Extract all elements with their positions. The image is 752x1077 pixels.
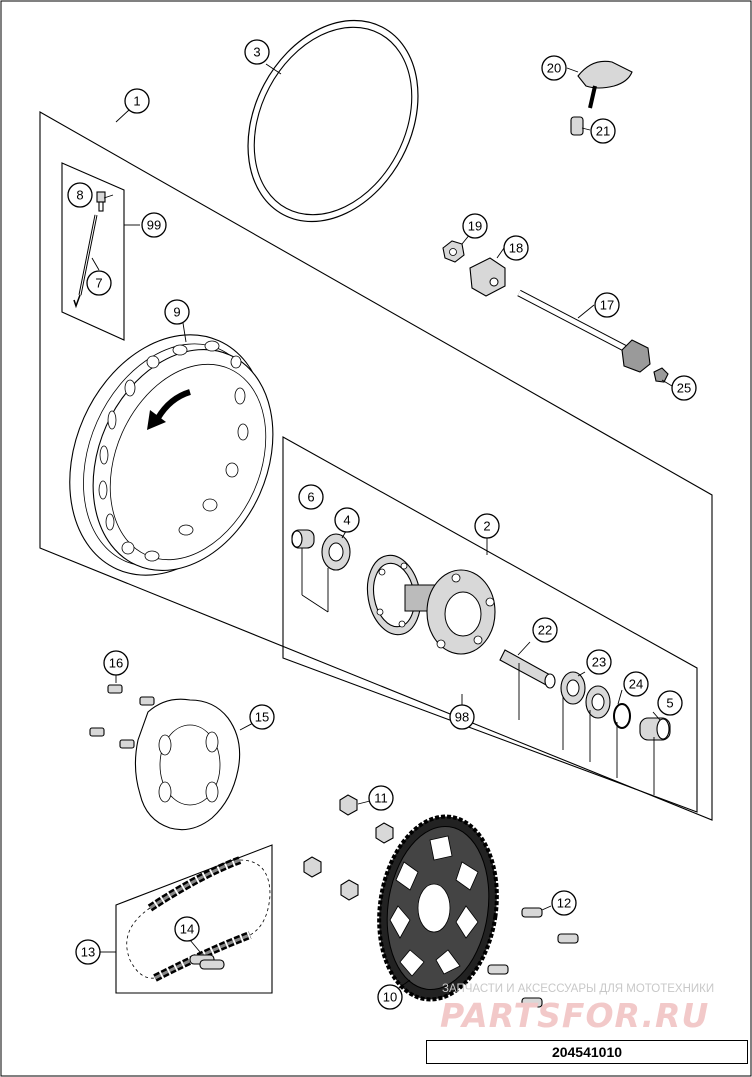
callout-25: 25 <box>671 375 697 401</box>
svg-text:98: 98 <box>455 710 469 725</box>
callout-13: 13 <box>75 939 101 965</box>
svg-text:23: 23 <box>592 655 606 670</box>
callout-98: 98 <box>449 704 475 730</box>
svg-text:25: 25 <box>677 381 691 396</box>
valve-cap <box>570 116 584 136</box>
svg-text:5: 5 <box>666 696 673 711</box>
svg-text:18: 18 <box>509 241 523 256</box>
sprocket <box>377 814 499 1002</box>
callout-11: 11 <box>368 785 394 811</box>
wheel-assembly-box <box>39 111 713 821</box>
svg-text:13: 13 <box>81 945 95 960</box>
chain-master-link <box>189 954 225 970</box>
callout-24: 24 <box>623 671 649 697</box>
svg-text:22: 22 <box>538 623 552 638</box>
svg-text:7: 7 <box>95 276 102 291</box>
svg-text:1: 1 <box>133 94 140 109</box>
svg-text:16: 16 <box>109 656 123 671</box>
callout-2: 2 <box>474 513 500 539</box>
callout-15: 15 <box>249 704 275 730</box>
drawing-number: 204541010 <box>551 1044 623 1060</box>
chain-adjuster <box>469 257 506 297</box>
svg-text:4: 4 <box>343 513 350 528</box>
spoke <box>73 214 98 309</box>
svg-text:8: 8 <box>76 188 83 203</box>
callout-9: 9 <box>164 299 190 325</box>
bearing-left <box>321 533 351 571</box>
bearing-right <box>560 671 611 719</box>
callout-99: 99 <box>141 212 167 238</box>
rim-tape <box>247 19 419 223</box>
sprocket-nuts <box>303 794 394 901</box>
svg-text:10: 10 <box>383 990 397 1005</box>
spoke-nipple <box>96 191 106 212</box>
svg-text:3: 3 <box>253 45 260 60</box>
watermark-tagline: ЗАПЧАСТИ И АКСЕССУАРЫ ДЛЯ МОТОТЕХНИКИ <box>442 983 714 995</box>
watermark-logo: PARTSFOR.RU <box>440 996 709 1035</box>
rear-hub <box>366 554 496 655</box>
callout-6: 6 <box>298 484 324 510</box>
callout-1: 1 <box>124 88 150 114</box>
rim <box>69 334 274 576</box>
hub-assembly-box <box>282 436 698 813</box>
callout-7: 7 <box>86 270 112 296</box>
axle <box>517 289 651 373</box>
callout-5: 5 <box>657 690 683 716</box>
callout-18: 18 <box>503 235 529 261</box>
spoke-set-box <box>61 162 125 341</box>
svg-text:19: 19 <box>468 219 482 234</box>
drawing-number-box: 204541010 <box>426 1040 748 1064</box>
valve-tool <box>577 60 633 109</box>
callout-21: 21 <box>590 118 616 144</box>
svg-text:20: 20 <box>547 61 561 76</box>
spacer-tube <box>499 649 556 689</box>
svg-text:15: 15 <box>255 710 269 725</box>
svg-text:99: 99 <box>147 218 161 233</box>
chain <box>126 856 271 982</box>
axle-screw <box>653 367 669 383</box>
callout-3: 3 <box>244 39 270 65</box>
axle-nut <box>442 240 465 263</box>
callout-19: 19 <box>462 213 488 239</box>
callout-22: 22 <box>532 617 558 643</box>
callout-17: 17 <box>594 292 620 318</box>
svg-text:2: 2 <box>483 519 490 534</box>
svg-text:12: 12 <box>557 896 571 911</box>
callout-8: 8 <box>67 182 93 208</box>
callout-4: 4 <box>334 507 360 533</box>
svg-text:9: 9 <box>173 305 180 320</box>
svg-text:14: 14 <box>180 922 194 937</box>
callout-10: 10 <box>377 984 403 1010</box>
callout-14: 14 <box>174 916 200 942</box>
svg-text:21: 21 <box>596 124 610 139</box>
spacer-right <box>639 717 671 741</box>
circlip <box>613 703 631 729</box>
svg-text:6: 6 <box>307 490 314 505</box>
callout-20: 20 <box>541 55 567 81</box>
svg-text:17: 17 <box>600 298 614 313</box>
disc-screws <box>89 684 155 749</box>
callout-12: 12 <box>551 890 577 916</box>
svg-text:24: 24 <box>629 677 643 692</box>
sprocket-screws <box>487 907 579 1008</box>
spacer-left <box>291 529 315 549</box>
callout-23: 23 <box>586 649 612 675</box>
svg-text:11: 11 <box>374 791 388 806</box>
leader-lines <box>91 63 673 994</box>
brake-disc <box>134 698 241 831</box>
callout-16: 16 <box>103 650 129 676</box>
